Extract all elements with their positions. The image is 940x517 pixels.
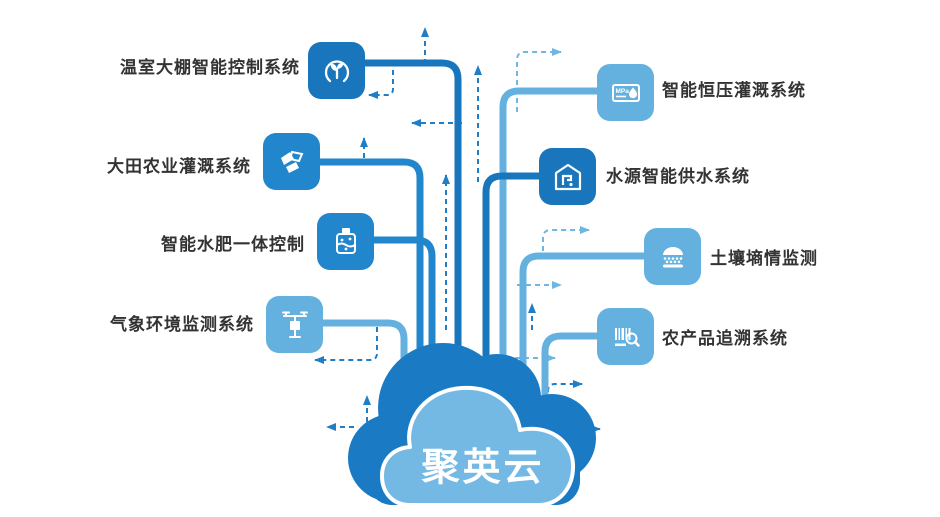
weather-monitoring-label: 气象环境监测系统 [110, 315, 254, 334]
soil-moisture-icon [644, 228, 701, 285]
greenhouse-control-label: 温室大棚智能控制系统 [120, 58, 300, 77]
field-plots-glyph [280, 150, 303, 173]
traceability-label: 农产品追溯系统 [662, 329, 788, 348]
field-irrigation-icon [263, 133, 320, 190]
pressure-controller-glyph: MPa [611, 83, 640, 102]
cloud-label: 聚英云 [421, 447, 545, 489]
pump-house-glyph [554, 163, 581, 190]
constant-pressure-irrigation-icon: MPa [597, 64, 654, 121]
weather-station-icon [266, 296, 323, 353]
mpa-badge: MPa [615, 88, 629, 95]
soil-layers-glyph [662, 246, 683, 267]
weather-station-glyph [281, 311, 308, 338]
field-irrigation-label: 大田农业灌溉系统 [107, 157, 251, 176]
solid-connectors [318, 59, 645, 450]
cloud-front [380, 385, 576, 507]
water-supply-icon [539, 148, 596, 205]
barcode-magnifier-glyph [614, 327, 640, 347]
product-traceability-icon [597, 308, 654, 365]
soil-moisture-label: 土壤墒情监测 [710, 249, 818, 268]
water-supply-label: 水源智能供水系统 [606, 167, 750, 186]
dashed-arrows-light [515, 48, 590, 362]
head-with-sprout-glyph [324, 59, 349, 82]
greenhouse-smart-control-icon [308, 42, 365, 99]
constant-pressure-label: 智能恒压灌溉系统 [662, 81, 806, 100]
water-fertilizer-label: 智能水肥一体控制 [161, 235, 305, 254]
fertilizer-tank-glyph [335, 227, 356, 254]
water-fertilizer-control-icon [317, 213, 374, 270]
